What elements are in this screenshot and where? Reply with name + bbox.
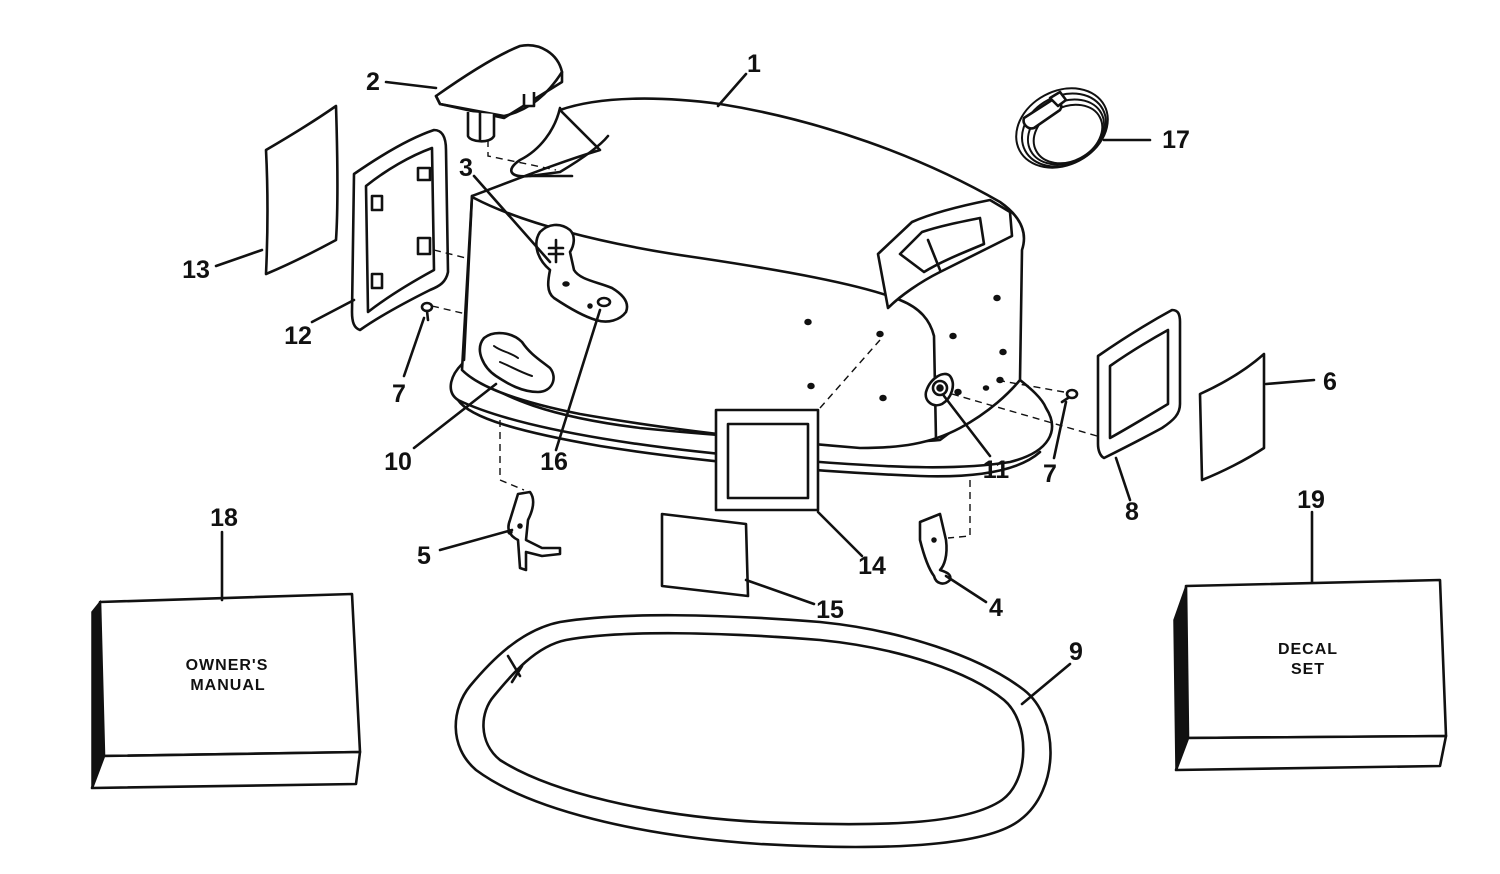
callout-5: 5 (417, 542, 431, 570)
callout-17: 17 (1162, 126, 1190, 154)
top-cap (434, 43, 564, 143)
square-frame (714, 408, 820, 512)
callout-13: 13 (182, 256, 210, 284)
callout-16: 16 (540, 448, 568, 476)
decal-set-box: DECAL SET (1173, 578, 1448, 772)
callout-2: 2 (366, 68, 380, 96)
decal-6 (1198, 352, 1266, 482)
callout-3: 3 (459, 154, 473, 182)
decal-set-line2: SET (1291, 661, 1325, 678)
leader-lines (214, 72, 1316, 706)
owners-manual-box: OWNER'S MANUAL (90, 592, 362, 790)
screw-right (1060, 388, 1079, 404)
callout-1: 1 (747, 50, 761, 78)
bracket-right (918, 512, 952, 585)
cover-shell (460, 97, 1026, 450)
callout-12: 12 (284, 322, 312, 350)
owners-manual-line2: MANUAL (190, 677, 265, 694)
bracket-left (507, 490, 562, 572)
screw-left (420, 301, 434, 322)
side-trim-frame-right (1096, 308, 1182, 460)
engine-cover (449, 97, 1054, 478)
callout-11: 11 (983, 456, 1010, 484)
callout-6: 6 (1323, 368, 1337, 396)
decal-13 (264, 104, 339, 276)
callout-15: 15 (816, 596, 844, 624)
callout-numbers: 1 2 3 4 5 6 7 7 8 9 10 11 12 13 14 15 16… (182, 50, 1337, 666)
side-trim-frame (350, 128, 450, 332)
callout-9: 9 (1069, 638, 1083, 666)
owners-manual-line1: OWNER'S (186, 657, 269, 674)
callout-10: 10 (384, 448, 412, 476)
callout-14: 14 (858, 552, 886, 580)
callout-4: 4 (989, 594, 1003, 622)
callout-18: 18 (210, 504, 238, 532)
decal-set-line1: DECAL (1278, 641, 1338, 658)
decal-15 (660, 512, 750, 598)
callout-8: 8 (1125, 498, 1139, 526)
lanyard-cable (1015, 87, 1109, 169)
cover-holes (804, 294, 1007, 402)
callout-19: 19 (1297, 486, 1325, 514)
cover-seal (454, 613, 1052, 849)
bracket-3-16 (535, 223, 629, 323)
callout-7-left: 7 (392, 380, 406, 408)
callout-7-right: 7 (1043, 460, 1057, 488)
